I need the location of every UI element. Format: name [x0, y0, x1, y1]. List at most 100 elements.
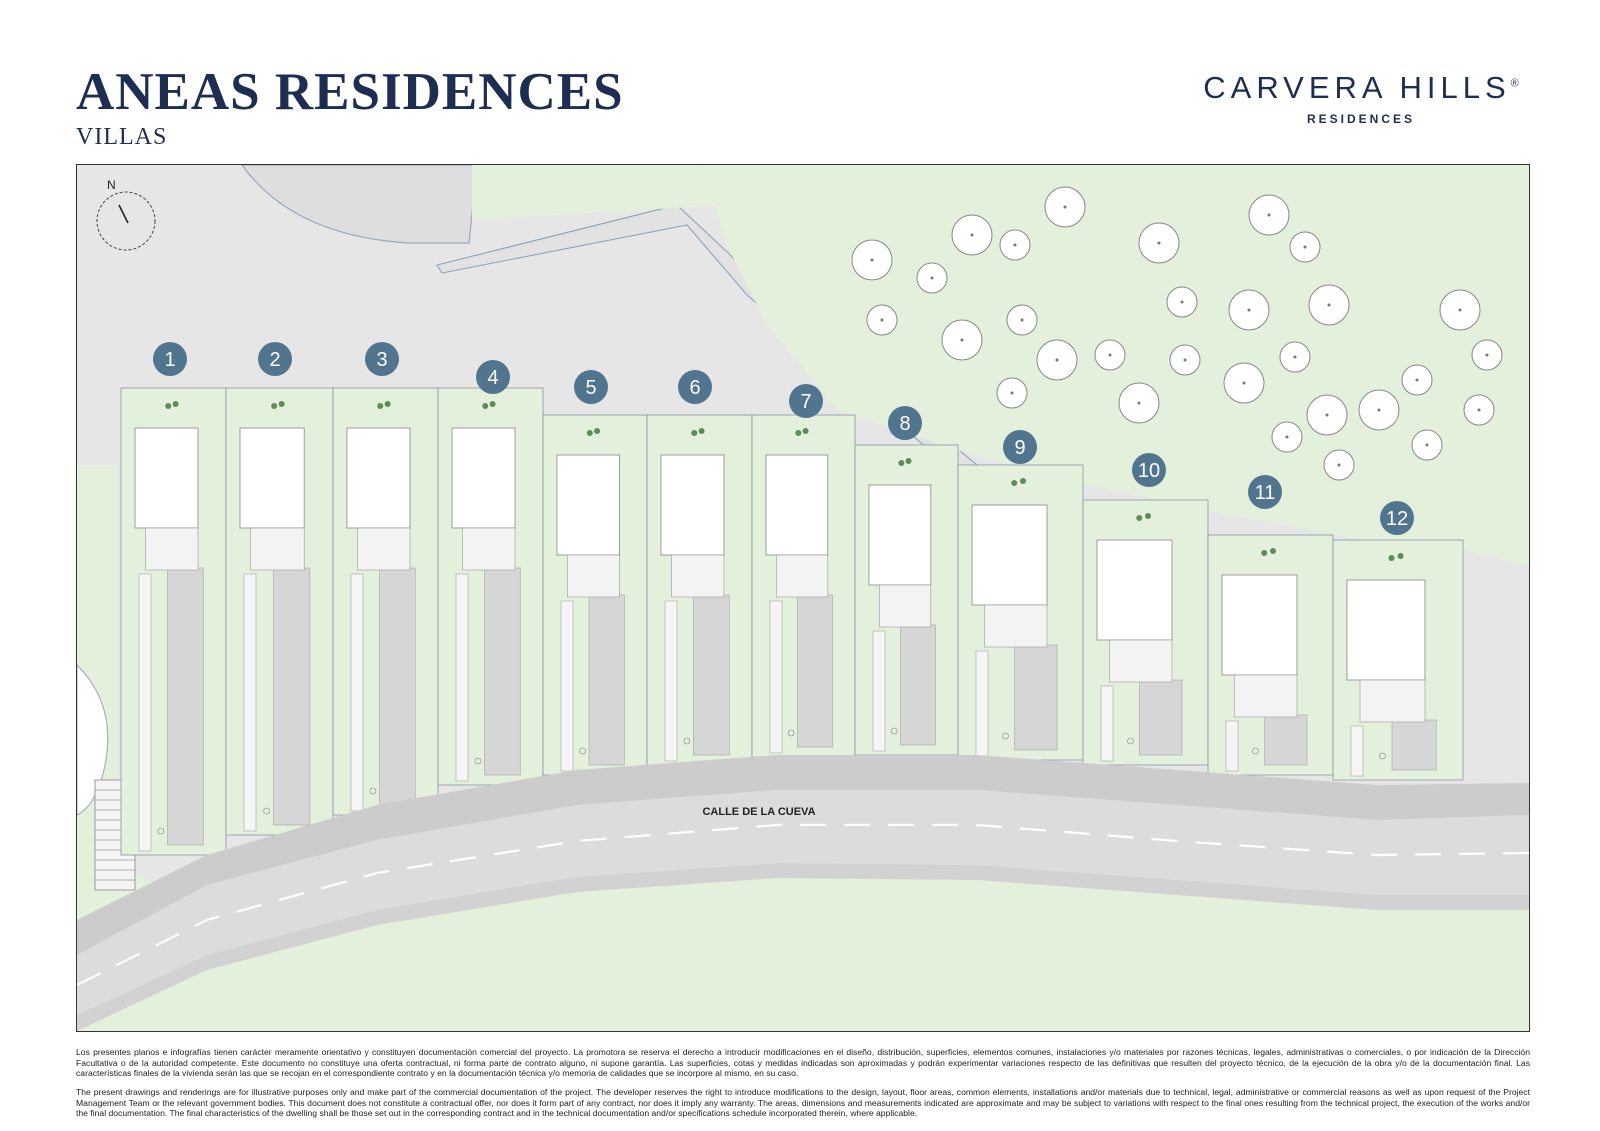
stairway — [455, 573, 469, 782]
plant-icon — [905, 458, 912, 464]
lot-marker-7: 7 — [789, 384, 823, 418]
lot-marker-circle — [574, 370, 608, 404]
lot-marker-label: 12 — [1386, 508, 1408, 530]
plaza-curve — [241, 165, 478, 244]
tree-trunk — [1477, 408, 1481, 412]
lot-marker-circle — [258, 342, 292, 376]
page-subtitle: VILLAS — [76, 124, 168, 150]
garden-marker — [787, 729, 795, 737]
lots-group — [120, 387, 1464, 856]
lot-marker-label: 7 — [800, 391, 811, 413]
driveway — [797, 594, 833, 748]
tree — [1463, 394, 1495, 426]
plant-icon — [482, 403, 489, 409]
villa-footprint — [451, 427, 516, 529]
tree-trunk — [1325, 413, 1329, 417]
tree-trunk — [880, 318, 884, 322]
lot-1 — [120, 387, 227, 856]
lot-marker-label: 8 — [899, 413, 910, 435]
disclaimer-english: The present drawings and renderings are … — [76, 1087, 1530, 1119]
villa-footprint — [134, 427, 199, 529]
lot-12 — [1332, 539, 1464, 781]
driveway — [1139, 679, 1183, 756]
tree-trunk — [1303, 245, 1307, 249]
tree-trunk — [1180, 300, 1184, 304]
driveway — [1264, 714, 1308, 766]
villa-annex — [567, 554, 620, 598]
lot-marker-circle — [789, 384, 823, 418]
lot-marker-label: 5 — [585, 377, 596, 399]
roundabout-edge — [77, 664, 109, 816]
lot-2 — [225, 387, 334, 836]
garden-marker — [1379, 752, 1386, 760]
tree-trunk — [1010, 391, 1014, 395]
street-label: CALLE DE LA CUEVA — [702, 806, 815, 818]
lot-marker-circle — [1132, 453, 1166, 487]
lot-marker-label: 11 — [1255, 482, 1276, 504]
tree-trunk — [1377, 408, 1381, 412]
lot-marker-label: 10 — [1138, 460, 1160, 482]
plant-icon — [1011, 480, 1018, 486]
tree — [1289, 231, 1321, 263]
villa-footprint — [556, 454, 620, 556]
villa-annex — [1109, 639, 1173, 683]
tree — [1138, 222, 1180, 264]
plant-icon — [165, 403, 172, 409]
tree — [1094, 339, 1126, 371]
brand-registered-mark: ® — [1510, 77, 1519, 90]
lot-marker-6: 6 — [678, 370, 712, 404]
lot-marker-circle — [153, 342, 187, 376]
plant-icon — [802, 428, 809, 434]
lot-marker-label: 1 — [164, 349, 175, 371]
villa-annex — [357, 527, 411, 571]
tree — [1228, 289, 1270, 331]
lot-marker-10: 10 — [1132, 453, 1166, 487]
villa-annex — [462, 527, 516, 571]
garden-marker — [263, 807, 270, 815]
garden-marker — [1252, 747, 1259, 755]
tree-trunk — [1293, 355, 1297, 359]
tree-trunk — [1137, 401, 1141, 405]
garden-marker — [683, 737, 691, 745]
tree — [996, 377, 1028, 409]
tree-trunk — [1337, 463, 1341, 467]
north-label: N — [107, 178, 116, 192]
stairway — [872, 630, 886, 752]
tree-trunk — [1267, 213, 1271, 217]
lot-marker-circle — [1003, 430, 1037, 464]
tree-trunk — [1485, 353, 1489, 357]
garden-marker — [369, 787, 377, 795]
garden-marker — [157, 827, 165, 835]
villa-annex — [878, 584, 932, 628]
tree-trunk — [1458, 308, 1462, 312]
tree-trunk — [1425, 443, 1429, 447]
tree — [1169, 344, 1201, 376]
lot-10 — [1082, 499, 1209, 766]
plant-icon — [1020, 478, 1026, 484]
plant-icon — [1270, 548, 1276, 554]
lot-marker-12: 12 — [1380, 501, 1414, 535]
lot-marker-circle — [678, 370, 712, 404]
tree — [1308, 284, 1350, 326]
tree — [1044, 186, 1086, 228]
villa-annex — [671, 554, 725, 598]
tree — [1323, 449, 1355, 481]
plant-icon — [691, 430, 698, 436]
plant-icon — [278, 401, 285, 407]
tree-trunk — [1327, 303, 1331, 307]
brand-name: CARVERA HILLS — [1203, 70, 1511, 105]
plant-icon — [489, 401, 496, 407]
plant-icon — [594, 428, 601, 434]
lot-11 — [1207, 534, 1334, 776]
tree-trunk — [1247, 308, 1251, 312]
villa-footprint — [971, 504, 1048, 606]
lot-marker-4: 4 — [476, 360, 510, 394]
plant-icon — [698, 428, 705, 434]
disclaimer-spanish: Los presentes planos e infografías tiene… — [76, 1047, 1530, 1079]
tree — [851, 239, 893, 281]
tree — [1248, 194, 1290, 236]
tree — [916, 262, 948, 294]
villa-footprint — [1221, 574, 1298, 676]
